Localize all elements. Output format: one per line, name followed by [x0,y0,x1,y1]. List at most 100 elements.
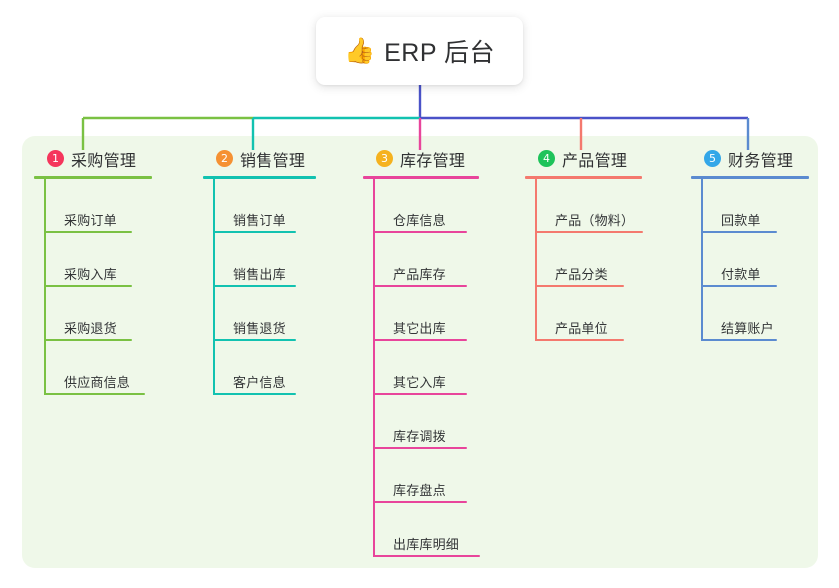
leaf-node[interactable]: 采购退货 [34,287,152,341]
leaf-node-label: 客户信息 [233,375,286,390]
leaf-node-underline [373,285,467,287]
leaf-node-underline [701,285,777,287]
leaf-node-underline [373,555,480,557]
leaf-node-label: 产品库存 [393,267,446,282]
branch-underline [363,176,479,179]
leaf-node-label: 采购订单 [64,213,117,228]
leaf-node[interactable]: 仓库信息 [363,179,479,233]
leaf-node-underline [373,447,467,449]
leaf-node[interactable]: 销售订单 [203,179,316,233]
branch-number-badge: 5 [704,150,721,167]
branch-children: 仓库信息产品库存其它出库其它入库库存调拨库存盘点出库库明细 [363,179,480,557]
leaf-node-label: 库存盘点 [393,483,446,498]
branch-spine [373,179,375,557]
leaf-node[interactable]: 采购入库 [34,233,152,287]
leaf-node-label: 其它入库 [393,375,446,390]
leaf-node-label: 销售退货 [233,321,286,336]
branch-header[interactable]: 3 库存管理 [363,147,479,170]
leaf-node-label: 产品单位 [555,321,608,336]
leaf-node-label: 出库库明细 [393,537,460,552]
branch-title: 库存管理 [400,152,466,170]
branch-number-badge: 1 [47,150,64,167]
branch-spine [535,179,537,341]
leaf-node[interactable]: 库存调拨 [363,395,479,449]
leaf-node-underline [213,339,296,341]
leaf-node-underline [44,339,132,341]
branch-number-badge: 4 [538,150,555,167]
branch-children: 产品（物料） 产品分类产品单位 [525,179,643,341]
branch-underline [34,176,152,179]
branch-underline [691,176,809,179]
leaf-node-underline [373,339,467,341]
branch-header[interactable]: 5 财务管理 [691,147,809,170]
leaf-node-underline [213,285,296,287]
leaf-node[interactable]: 客户信息 [203,341,316,395]
branch-spine [213,179,215,395]
leaf-node-underline [701,339,777,341]
leaf-node-label: 库存调拨 [393,429,446,444]
branch-spine [44,179,46,395]
branch-spine [701,179,703,341]
leaf-node-label: 付款单 [721,267,761,282]
leaf-node-underline [44,285,132,287]
branch-children: 回款单付款单结算账户 [691,179,809,341]
leaf-node-underline [535,231,643,233]
leaf-node-label: 仓库信息 [393,213,446,228]
branch-number-badge: 2 [216,150,233,167]
leaf-node[interactable]: 库存盘点 [363,449,479,503]
leaf-node-label: 销售订单 [233,213,286,228]
diagram-background-panel [22,136,818,568]
leaf-node-label: 销售出库 [233,267,286,282]
thumbs-up-icon: 👍 [343,35,376,65]
branch-column-1: 1 采购管理采购订单采购入库采购退货供应商信息 [34,147,152,395]
leaf-node-underline [535,285,624,287]
leaf-node-label: 采购入库 [64,267,117,282]
branch-title: 采购管理 [71,152,137,170]
branch-header[interactable]: 4 产品管理 [525,147,642,170]
leaf-node[interactable]: 销售出库 [203,233,316,287]
leaf-node-label: 其它出库 [393,321,446,336]
branch-title: 产品管理 [562,152,628,170]
leaf-node[interactable]: 付款单 [691,233,809,287]
leaf-node-underline [44,393,145,395]
leaf-node-label: 采购退货 [64,321,117,336]
branch-title: 财务管理 [728,152,794,170]
leaf-node[interactable]: 结算账户 [691,287,809,341]
leaf-node[interactable]: 产品（物料） [525,179,643,233]
leaf-node-underline [701,231,777,233]
leaf-node-label: 供应商信息 [64,375,131,390]
branch-number-badge: 3 [376,150,393,167]
leaf-node-underline [373,501,467,503]
leaf-node[interactable]: 其它出库 [363,287,479,341]
leaf-node-underline [373,231,467,233]
root-node-title: ERP 后台 [384,39,496,67]
leaf-node-underline [213,393,296,395]
leaf-node-label: 产品（物料） [555,213,635,228]
branch-underline [203,176,316,179]
leaf-node[interactable]: 回款单 [691,179,809,233]
leaf-node-underline [535,339,624,341]
leaf-node[interactable]: 其它入库 [363,341,479,395]
leaf-node[interactable]: 销售退货 [203,287,316,341]
leaf-node-label: 结算账户 [721,321,774,336]
branch-column-3: 3 库存管理仓库信息产品库存其它出库其它入库库存调拨库存盘点出库库明细 [363,147,480,557]
root-node[interactable]: 👍 ERP 后台 [316,17,523,85]
branch-children: 销售订单销售出库销售退货客户信息 [203,179,316,395]
leaf-node[interactable]: 产品库存 [363,233,479,287]
leaf-node-underline [44,231,132,233]
leaf-node[interactable]: 出库库明细 [363,503,480,557]
leaf-node-underline [213,231,296,233]
branch-header[interactable]: 1 采购管理 [34,147,152,170]
leaf-node[interactable]: 供应商信息 [34,341,152,395]
leaf-node-label: 回款单 [721,213,761,228]
branch-column-4: 4 产品管理产品（物料） 产品分类产品单位 [525,147,643,341]
leaf-node[interactable]: 产品单位 [525,287,642,341]
branch-children: 采购订单采购入库采购退货供应商信息 [34,179,152,395]
leaf-node[interactable]: 产品分类 [525,233,642,287]
leaf-node-underline [373,393,467,395]
leaf-node[interactable]: 采购订单 [34,179,152,233]
branch-underline [525,176,642,179]
